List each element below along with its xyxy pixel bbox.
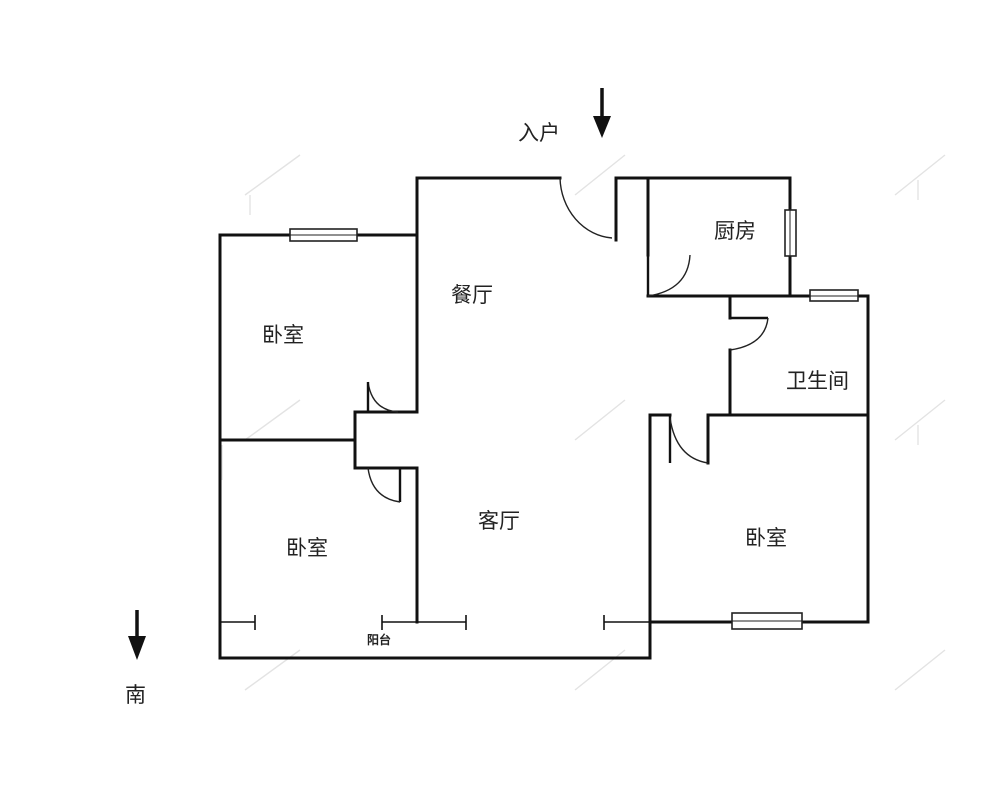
- label-south: 南: [125, 683, 146, 707]
- entrance-arrow: [593, 88, 611, 138]
- label-bedroom-right: 卧室: [745, 526, 787, 550]
- south-arrow: [128, 610, 146, 660]
- windows: [289, 209, 859, 630]
- label-dining: 餐厅: [451, 283, 493, 307]
- label-entrance: 入户: [518, 121, 560, 145]
- label-kitchen: 厨房: [714, 219, 756, 243]
- label-bedroom-upper-left: 卧室: [262, 323, 304, 347]
- label-balcony: 阳台: [367, 632, 391, 647]
- label-bedroom-lower-left: 卧室: [286, 536, 328, 560]
- walls: [218, 176, 870, 660]
- label-bathroom: 卫生间: [786, 369, 849, 393]
- doors: [366, 177, 769, 503]
- label-living: 客厅: [478, 509, 520, 533]
